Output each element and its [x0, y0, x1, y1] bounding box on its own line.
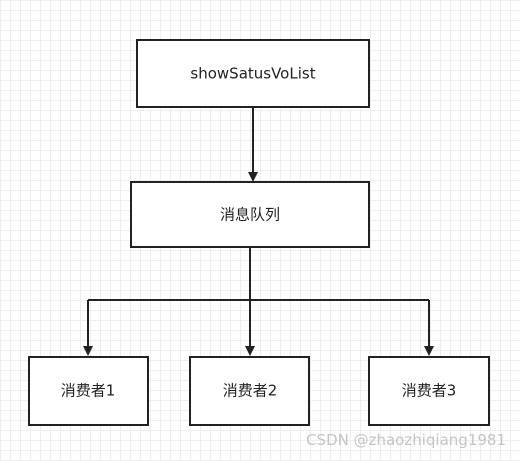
node-consumer-2: 消费者2 [189, 356, 310, 426]
connectors [83, 107, 434, 356]
node-source-label: showSatusVoList [190, 65, 315, 83]
node-source: showSatusVoList [136, 39, 370, 108]
node-consumer-1: 消费者1 [28, 356, 149, 426]
watermark-text: CSDN @zhaozhiqiang1981 [306, 431, 506, 449]
node-consumer-3-label: 消费者3 [402, 382, 457, 400]
node-consumer-2-label: 消费者2 [223, 382, 278, 400]
node-queue-label: 消息队列 [220, 206, 280, 224]
node-consumer-3: 消费者3 [368, 356, 490, 426]
node-queue: 消息队列 [130, 181, 370, 248]
node-consumer-1-label: 消费者1 [61, 382, 116, 400]
